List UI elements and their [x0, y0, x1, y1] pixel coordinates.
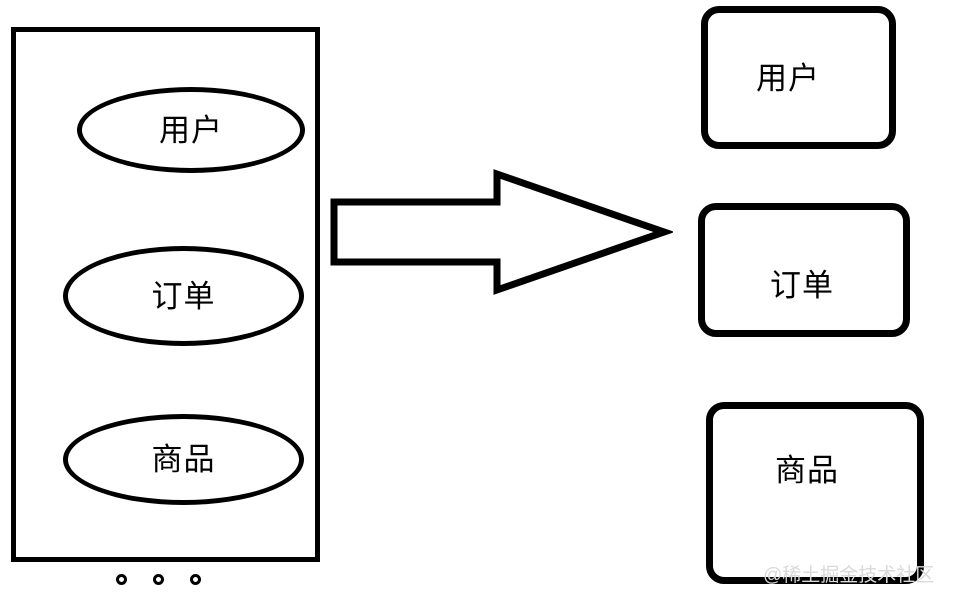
monolith-module-product: 商品: [63, 414, 304, 505]
service-box-order-label: 订单: [770, 268, 834, 303]
service-box-user: 用户: [701, 6, 896, 149]
ellipsis-dot-icon: [116, 574, 127, 585]
ellipsis-dots: [116, 574, 211, 588]
service-box-product: 商品: [706, 402, 924, 584]
watermark: @稀土掘金技术社区: [763, 565, 935, 586]
service-box-product-label: 商品: [775, 453, 839, 488]
service-box-order: 订单: [698, 203, 910, 337]
monolith-module-user-label: 用户: [159, 112, 223, 148]
monolith-module-order: 订单: [63, 246, 304, 346]
monolith-container: 用户 订单 商品: [11, 27, 320, 585]
transform-arrow-icon: [330, 169, 673, 295]
monolith-module-order-label: 订单: [151, 278, 216, 314]
service-box-user-label: 用户: [756, 61, 820, 96]
ellipsis-dot-icon: [153, 574, 164, 585]
monolith-module-product-label: 商品: [151, 442, 216, 477]
ellipsis-dot-icon: [190, 574, 201, 585]
monolith-module-user: 用户: [77, 87, 305, 173]
